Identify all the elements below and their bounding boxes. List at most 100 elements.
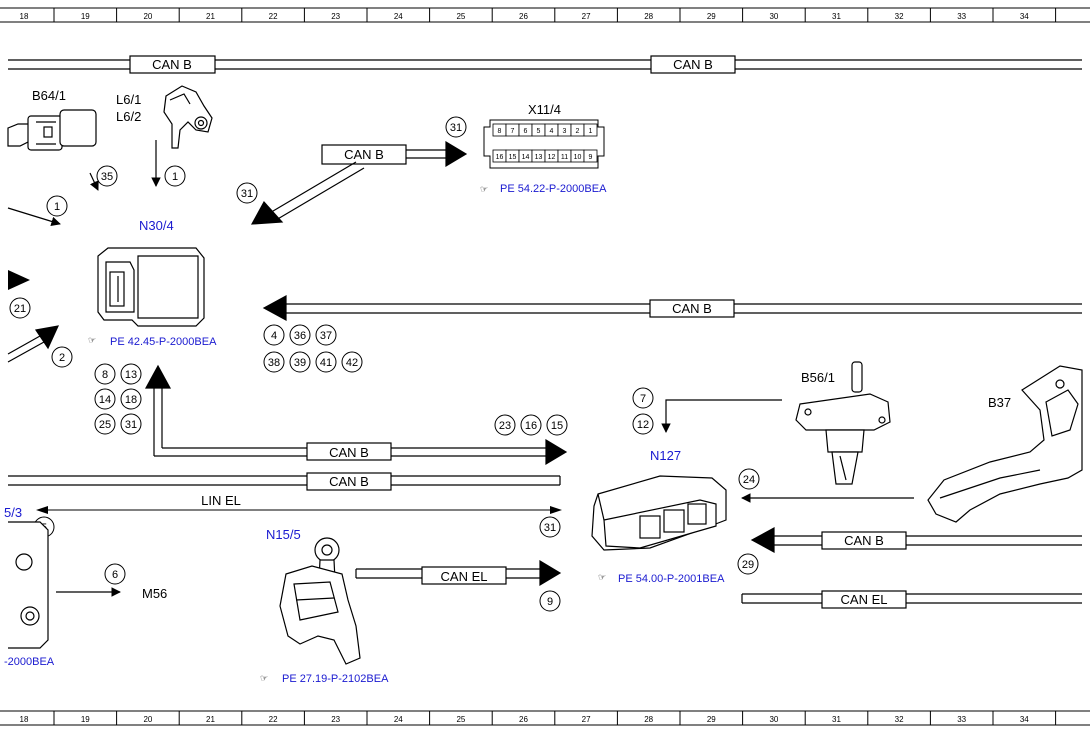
- can-b-label-box: [821, 531, 907, 550]
- svg-text:7: 7: [640, 393, 646, 405]
- svg-text:37: 37: [320, 330, 332, 342]
- ruler-number-bottom: 27: [582, 715, 591, 724]
- connector-pin-label: 13: [535, 154, 543, 161]
- ruler-number-top: 33: [957, 12, 966, 21]
- ruler-number-bottom: 26: [519, 715, 528, 724]
- svg-text:38: 38: [268, 357, 280, 369]
- callout: 24: [738, 468, 760, 490]
- reference-x11-4: PE 54.22-P-2000BEA: [500, 183, 607, 195]
- callout: 42: [341, 351, 363, 373]
- svg-text:2: 2: [59, 352, 65, 364]
- can-b-second-line: [8, 475, 561, 486]
- callout: 16: [520, 414, 542, 436]
- left-double-arrow: [7, 325, 60, 363]
- connector-pin-label: 4: [550, 128, 554, 135]
- svg-text:1: 1: [54, 201, 60, 213]
- svg-text:31: 31: [450, 122, 462, 134]
- component-label-b64-1: B64/1: [32, 88, 66, 103]
- ruler-number-top: 29: [707, 12, 716, 21]
- svg-text:6: 6: [112, 569, 118, 581]
- component-label-n127: N127: [650, 448, 681, 463]
- connector-pin-label: 5: [537, 128, 541, 135]
- svg-text:25: 25: [99, 419, 111, 431]
- reference-n30-4: PE 42.45-P-2000BEA: [110, 336, 217, 348]
- ruler-number-top: 22: [269, 12, 278, 21]
- svg-text:14: 14: [99, 394, 111, 406]
- svg-text:35: 35: [101, 171, 113, 183]
- ruler-number-bottom: 31: [832, 715, 841, 724]
- ruler-number-bottom: 20: [143, 715, 152, 724]
- callout: 21: [9, 297, 31, 319]
- connector-pin-label: 7: [511, 128, 515, 135]
- svg-text:18: 18: [125, 394, 137, 406]
- can-b-label: CAN B: [329, 474, 369, 489]
- ruler-number-top: 24: [394, 12, 403, 21]
- lin-el-label: LIN EL: [201, 493, 241, 508]
- callout: 35: [96, 165, 118, 187]
- connector-pin-label: 12: [548, 154, 556, 161]
- ruler-number-top: 28: [644, 12, 653, 21]
- component-label-b56-1: B56/1: [801, 370, 835, 385]
- partial-left-module: [8, 521, 49, 649]
- callout: 6: [104, 563, 126, 585]
- svg-text:41: 41: [320, 357, 332, 369]
- ruler-number-top: 34: [1020, 12, 1029, 21]
- svg-text:42: 42: [346, 357, 358, 369]
- callout: 29: [737, 553, 759, 575]
- arrow-head: [550, 506, 562, 514]
- callout: 4: [263, 324, 285, 346]
- connector-pin-label: 16: [496, 154, 504, 161]
- svg-text:4: 4: [271, 330, 277, 342]
- n30-4-module-drawing: [97, 247, 205, 327]
- ruler-number-top: 26: [519, 12, 528, 21]
- callout: 36: [289, 324, 311, 346]
- can-b-label-box: [321, 144, 407, 165]
- connector-pin-label: 10: [574, 154, 582, 161]
- callout: 31: [120, 413, 142, 435]
- can-b-label-box: [129, 55, 216, 74]
- can-b-right-to-n127: [750, 526, 1082, 554]
- callout: 41: [315, 351, 337, 373]
- ruler-number-bottom: 30: [769, 715, 778, 724]
- pointing-hand-icon: ☞: [88, 335, 96, 345]
- component-label-n30-4: N30/4: [139, 218, 174, 233]
- connector-pin-label: 1: [589, 128, 593, 135]
- reference-n127: PE 54.00-P-2001BEA: [618, 573, 725, 585]
- ruler-number-top: 31: [832, 12, 841, 21]
- ruler-number-bottom: 23: [331, 715, 340, 724]
- can-b-label-box: [649, 299, 735, 318]
- arrow-head: [8, 270, 30, 290]
- ruler-number-bottom: 28: [644, 715, 653, 724]
- svg-text:8: 8: [102, 369, 108, 381]
- ruler-number-bottom: 18: [20, 715, 29, 724]
- callout: 37: [315, 324, 337, 346]
- callout: 38: [263, 351, 285, 373]
- can-el-label-box: [421, 566, 507, 585]
- ruler-number-top: 19: [81, 12, 90, 21]
- component-label-m56: M56: [142, 586, 167, 601]
- svg-text:24: 24: [743, 474, 755, 486]
- svg-text:21: 21: [14, 303, 26, 315]
- n15-5-selector-drawing: [279, 537, 361, 665]
- ruler-number-top: 23: [331, 12, 340, 21]
- component-label-partial: 5/3: [4, 505, 22, 520]
- b37-pedal-drawing: [927, 365, 1083, 523]
- can-el-bottom-right: [741, 593, 1082, 604]
- callouts: 35 1 1 31 31 21 2 4 36 37 38 39 41 42 8 …: [9, 116, 760, 612]
- callout: 31: [539, 516, 561, 538]
- pointing-hand-icon: ☞: [598, 572, 606, 582]
- ruler-number-top: 21: [206, 12, 215, 21]
- connector-pin-label: 6: [524, 128, 528, 135]
- callout: 23: [494, 414, 516, 436]
- pointing-hand-icon: ☞: [480, 184, 488, 194]
- callout: 2: [51, 346, 73, 368]
- can-b-label: CAN B: [344, 147, 384, 162]
- ruler-number-top: 30: [769, 12, 778, 21]
- callout: 1: [46, 195, 68, 217]
- callout: 31: [445, 116, 467, 138]
- reference-n15-5: PE 27.19-P-2102BEA: [282, 673, 389, 685]
- ruler-number-top: 25: [456, 12, 465, 21]
- connector-pin-label: 14: [522, 154, 530, 161]
